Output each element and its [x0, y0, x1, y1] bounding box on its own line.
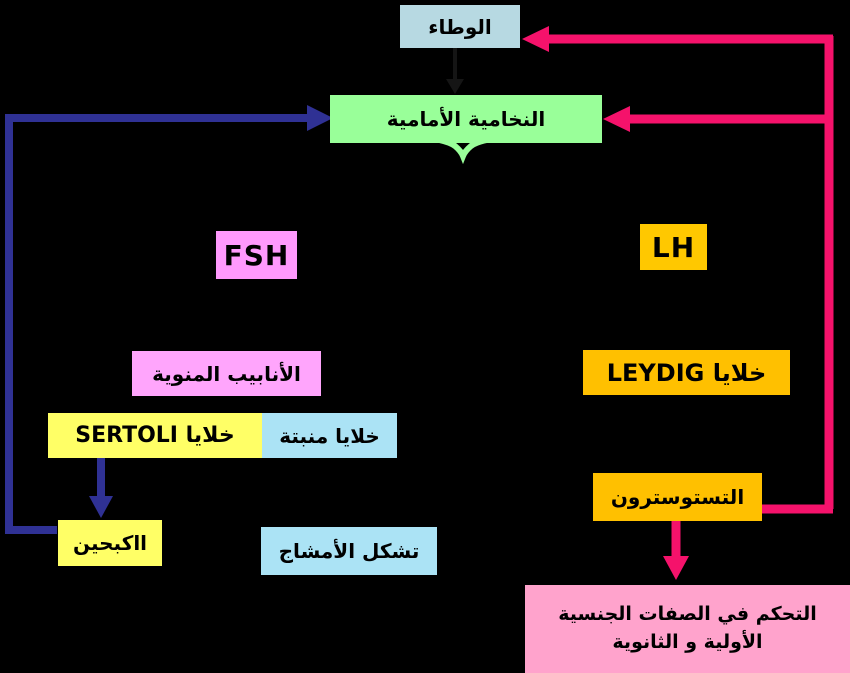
node-inhibin: ااكبحين	[58, 520, 162, 566]
node-hypothalamus: الوطاء	[400, 5, 520, 48]
arrow-testosterone-to-traits	[663, 521, 689, 580]
arrow-sertoli-to-inhibin	[89, 458, 113, 518]
node-anterior-pituitary: النخامية الأمامية	[330, 95, 602, 143]
node-seminiferous-tubules: الأنابيب المنوية	[132, 351, 321, 396]
node-fsh: FSH	[216, 231, 297, 279]
node-sexual-characteristics: التحكم في الصفات الجنسية الأولية و الثان…	[525, 585, 850, 673]
node-sertoli-cells: خلايا SERTOLI	[48, 413, 262, 458]
node-leydig-cells: خلايا LEYDIG	[583, 350, 790, 395]
node-gamete-formation: تشكل الأمشاج	[261, 527, 437, 575]
node-testosterone: التستوسترون	[593, 473, 762, 521]
node-germ-cells: خلايا منبتة	[262, 413, 397, 458]
node-lh: LH	[640, 224, 707, 270]
sexual-characteristics-line2: الأولية و الثانوية	[612, 631, 763, 653]
arrow-hypothalamus-to-pituitary	[446, 48, 464, 94]
arrow-inhibin-to-pituitary	[5, 105, 333, 534]
sexual-characteristics-line1: التحكم في الصفات الجنسية	[558, 603, 817, 626]
